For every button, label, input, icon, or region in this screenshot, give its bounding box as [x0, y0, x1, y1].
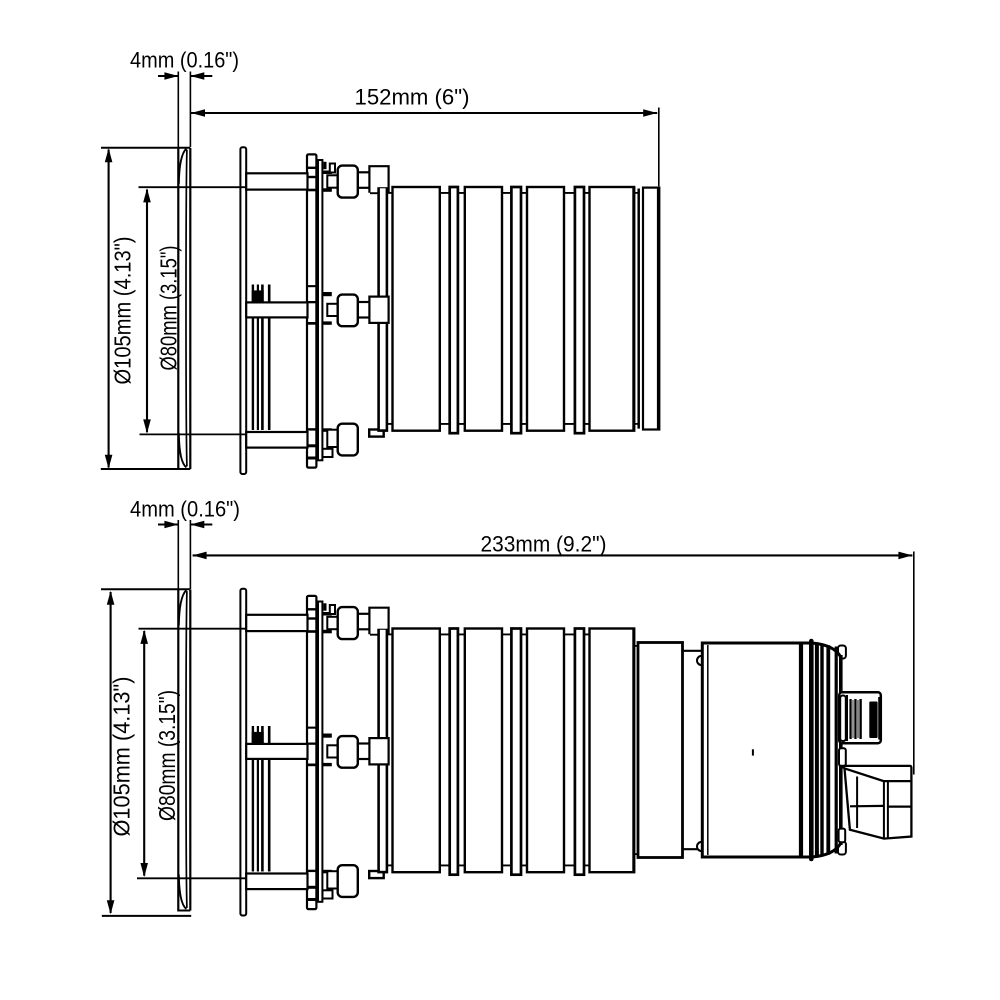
svg-text:152mm (6"): 152mm (6")	[355, 85, 470, 110]
svg-text:4mm (0.16"): 4mm (0.16")	[130, 48, 239, 73]
svg-text:Ø80mm (3.15"): Ø80mm (3.15")	[156, 246, 182, 371]
svg-text:233mm (9.2"): 233mm (9.2")	[481, 532, 607, 557]
svg-text:4mm (0.16"): 4mm (0.16")	[130, 497, 240, 522]
svg-text:Ø80mm (3.15"): Ø80mm (3.15")	[154, 690, 180, 821]
svg-text:Ø105mm (4.13"): Ø105mm (4.13")	[109, 677, 135, 837]
svg-text:Ø105mm (4.13"): Ø105mm (4.13")	[110, 237, 136, 385]
